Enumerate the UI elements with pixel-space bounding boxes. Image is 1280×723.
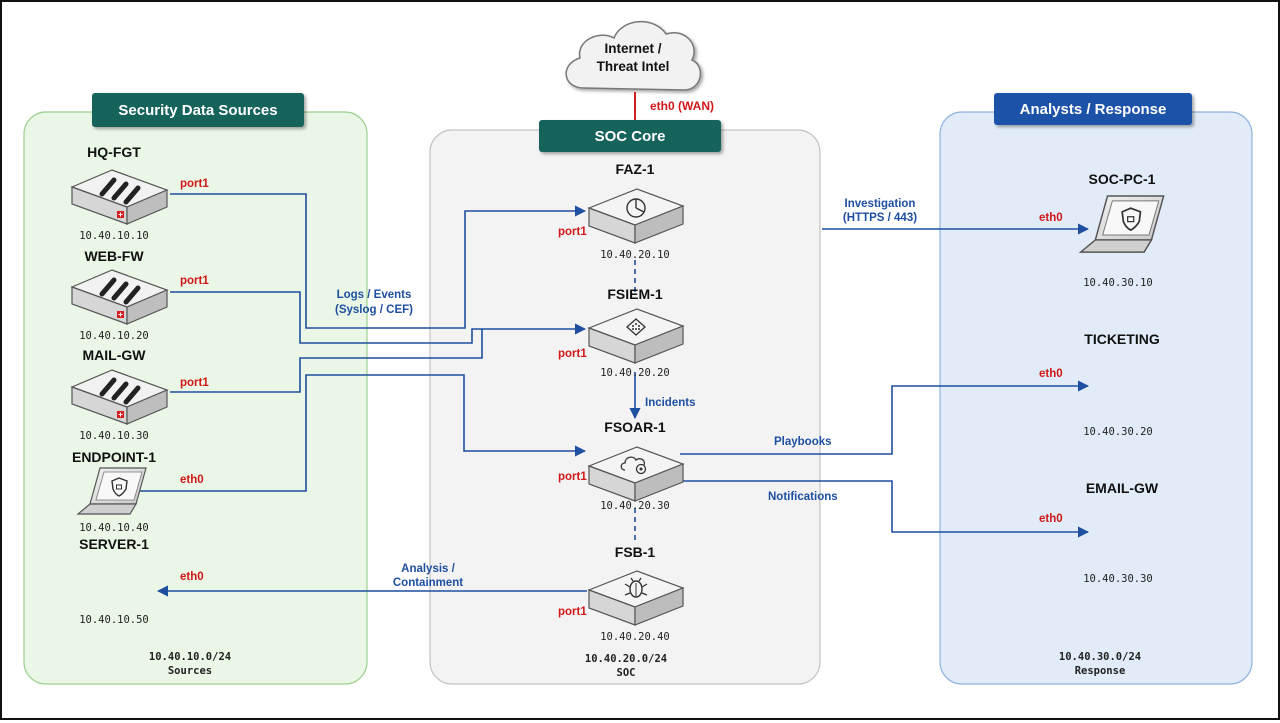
device-ip: 10.40.10.40 bbox=[79, 522, 149, 534]
device-ip: 10.40.20.10 bbox=[600, 249, 670, 261]
grid-chip-icon bbox=[626, 318, 646, 336]
port-label: eth0 bbox=[1039, 513, 1063, 525]
sources-header: Security Data Sources bbox=[92, 93, 304, 127]
bug-icon bbox=[624, 577, 648, 598]
pie-chart-icon bbox=[626, 198, 646, 218]
device-ip: 10.40.10.50 bbox=[79, 614, 149, 626]
device-ip: 10.40.20.30 bbox=[600, 500, 670, 512]
cloud-gear-icon bbox=[620, 456, 647, 475]
device-ip: 10.40.30.10 bbox=[1083, 277, 1153, 289]
siem-appliance bbox=[588, 308, 684, 364]
analyzer-appliance bbox=[588, 188, 684, 244]
device-ticketing[interactable]: TICKETING 10.40.30.20 eth0 bbox=[1039, 331, 1160, 438]
device-name: FAZ-1 bbox=[616, 161, 655, 177]
device-name: WEB-FW bbox=[84, 248, 144, 264]
device-name: FSB-1 bbox=[615, 544, 656, 560]
port-label: port1 bbox=[180, 178, 209, 190]
cloud-label-line2: Threat Intel bbox=[597, 59, 670, 74]
soar-appliance bbox=[588, 446, 684, 502]
device-fsoar-1[interactable]: FSOAR-1 10.40.20.30 port1 bbox=[558, 419, 684, 512]
device-ip: 10.40.30.20 bbox=[1083, 426, 1153, 438]
device-ip: 10.40.30.30 bbox=[1083, 573, 1153, 585]
device-mail-gw[interactable]: MAIL-GW 10.40.10.30 port1 bbox=[72, 347, 209, 442]
core-subnet: 10.40.20.0/24 bbox=[585, 653, 667, 665]
device-fsiem-1[interactable]: FSIEM-1 10.40.20.20 port1 bbox=[558, 286, 684, 379]
device-ip: 10.40.10.30 bbox=[79, 430, 149, 442]
device-ip: 10.40.10.10 bbox=[79, 230, 149, 242]
sources-title: Security Data Sources bbox=[118, 102, 277, 119]
port-label: eth0 bbox=[180, 474, 204, 486]
port-label: port1 bbox=[558, 348, 587, 360]
port-label: port1 bbox=[558, 226, 587, 238]
port-label: port1 bbox=[558, 471, 587, 483]
device-ip: 10.40.20.40 bbox=[600, 631, 670, 643]
link-hqfgt-faz bbox=[170, 193, 587, 329]
core-caption: SOC bbox=[617, 667, 636, 679]
response-title: Analysts / Response bbox=[1020, 101, 1167, 118]
port-label: eth0 bbox=[1039, 368, 1063, 380]
wan-label: eth0 (WAN) bbox=[650, 99, 714, 113]
device-name: TICKETING bbox=[1084, 331, 1160, 347]
link-fsoar-emailgw bbox=[680, 480, 1090, 538]
device-name: ENDPOINT-1 bbox=[72, 449, 156, 465]
link-group bbox=[138, 193, 1090, 597]
device-ip: 10.40.10.20 bbox=[79, 330, 149, 342]
device-soc-pc-1[interactable]: SOC-PC-1 10.40.30.10 eth0 bbox=[1039, 171, 1165, 289]
device-endpoint-1[interactable]: ENDPOINT-1 10.40.10.40 eth0 bbox=[72, 449, 204, 534]
device-hq-fgt[interactable]: HQ-FGT 10.40.10.10 port1 bbox=[72, 144, 209, 242]
analysis-label-line1: Analysis / bbox=[401, 563, 455, 575]
cloud-label-line1: Internet / bbox=[604, 41, 661, 56]
investigation-label-line1: Investigation bbox=[845, 198, 916, 210]
playbooks-label: Playbooks bbox=[774, 436, 832, 448]
logs-label-line2: (Syslog / CEF) bbox=[335, 304, 413, 316]
device-name: SERVER-1 bbox=[79, 536, 149, 552]
device-name: EMAIL-GW bbox=[1086, 480, 1159, 496]
response-header: Analysts / Response bbox=[994, 93, 1192, 125]
port-label: port1 bbox=[180, 275, 209, 287]
device-name: MAIL-GW bbox=[83, 347, 147, 363]
device-ip: 10.40.20.20 bbox=[600, 367, 670, 379]
port-label: eth0 bbox=[180, 571, 204, 583]
port-label: port1 bbox=[180, 377, 209, 389]
port-label: port1 bbox=[558, 606, 587, 618]
device-email-gw[interactable]: EMAIL-GW 10.40.30.30 eth0 bbox=[1039, 480, 1159, 585]
investigation-label-line2: (HTTPS / 443) bbox=[843, 212, 917, 224]
device-name: FSOAR-1 bbox=[604, 419, 666, 435]
logs-label-line1: Logs / Events bbox=[337, 289, 412, 301]
response-subnet: 10.40.30.0/24 bbox=[1059, 651, 1141, 663]
device-name: HQ-FGT bbox=[87, 144, 141, 160]
device-fsb-1[interactable]: FSB-1 10.40.20.40 port1 bbox=[558, 544, 684, 643]
device-name: FSIEM-1 bbox=[607, 286, 662, 302]
core-header: SOC Core bbox=[539, 120, 721, 152]
notifications-label: Notifications bbox=[768, 491, 838, 503]
link-mailgw-fsiem bbox=[170, 329, 483, 393]
response-zone bbox=[939, 111, 1253, 685]
incidents-label: Incidents bbox=[645, 397, 695, 409]
link-webfw-fsiem bbox=[170, 291, 587, 344]
analysis-label-line2: Containment bbox=[393, 577, 463, 589]
sources-caption: Sources bbox=[168, 665, 212, 677]
device-server-1[interactable]: SERVER-1 10.40.10.50 eth0 bbox=[79, 536, 204, 626]
port-label: eth0 bbox=[1039, 212, 1063, 224]
link-fsoar-ticketing bbox=[680, 380, 1090, 455]
device-faz-1[interactable]: FAZ-1 10.40.20.10 port1 bbox=[558, 161, 684, 261]
device-name: SOC-PC-1 bbox=[1089, 171, 1156, 187]
internet-cloud-icon: Internet / Threat Intel bbox=[565, 20, 702, 91]
core-title: SOC Core bbox=[595, 128, 666, 145]
response-caption: Response bbox=[1075, 665, 1126, 677]
link-endpoint-fsoar bbox=[138, 374, 587, 492]
device-web-fw[interactable]: WEB-FW 10.40.10.20 port1 bbox=[72, 248, 209, 342]
sandbox-appliance bbox=[588, 570, 684, 626]
sources-subnet: 10.40.10.0/24 bbox=[149, 651, 231, 663]
